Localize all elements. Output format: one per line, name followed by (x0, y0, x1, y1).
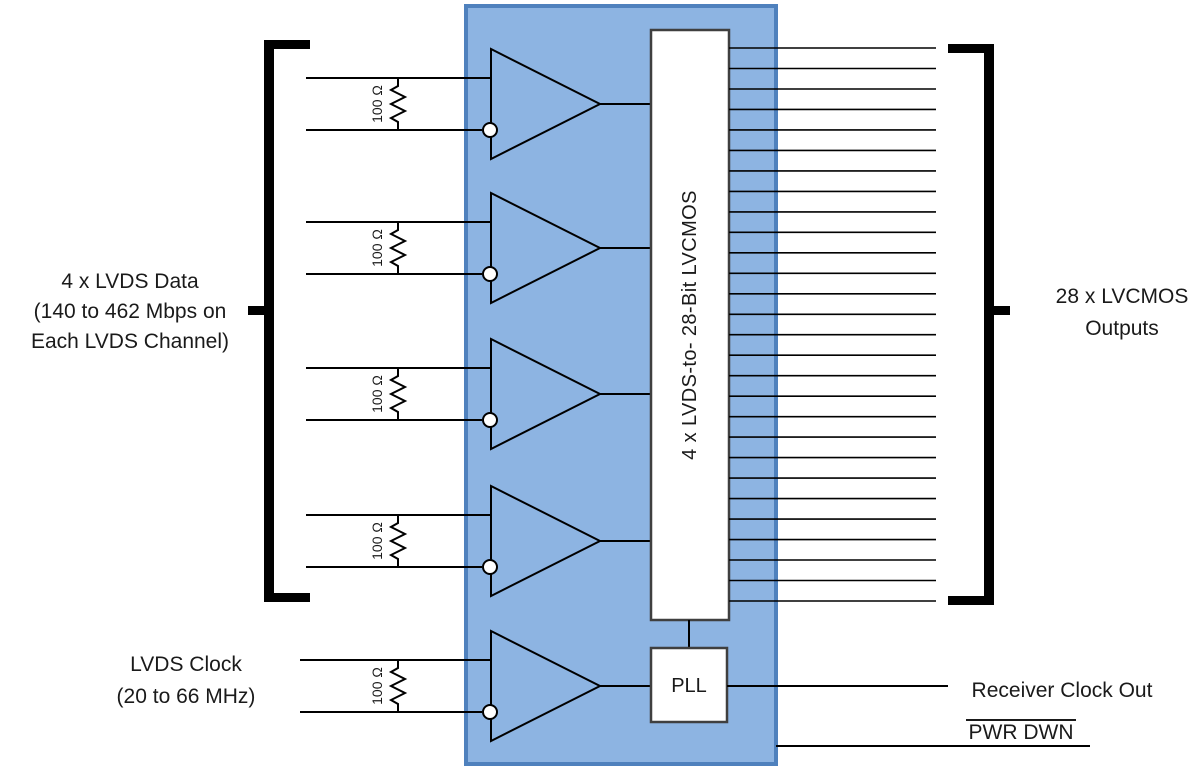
right-bracket (948, 44, 1010, 605)
left-bracket-bottom-arm (264, 593, 310, 602)
right-bracket-bottom-arm (948, 596, 994, 605)
output-lines (729, 47, 936, 602)
pll-label: PLL (671, 675, 707, 697)
lvds-data-label-line1: 4 x LVDS Data (61, 270, 199, 293)
pwr-dwn-label: PWR DWN (969, 721, 1074, 744)
left-bracket-top-arm (264, 40, 310, 49)
lvds-channel-4: 100 Ω (306, 485, 651, 597)
lvcmos-outputs-label-line2: Outputs (1085, 317, 1159, 340)
right-bracket-top-arm (948, 44, 994, 53)
deserializer-core-label: 4 x LVDS-to- 28-Bit LVCMOS (679, 190, 701, 460)
deserializer-core-box (649, 28, 731, 622)
right-bracket-bar (984, 44, 994, 605)
channel3-termination-resistor (390, 367, 406, 421)
left-bracket-bar (264, 40, 274, 602)
lvds-clock-label-line1: LVDS Clock (130, 653, 242, 676)
clock-termination-resistor (390, 659, 406, 713)
channel1-termination-resistor (390, 77, 406, 131)
channel4-resistor-label: 100 Ω (369, 522, 385, 560)
channel2-termination-resistor (390, 221, 406, 275)
channel3-resistor-label: 100 Ω (369, 375, 385, 413)
left-bracket (248, 40, 310, 602)
receiver-clock-out-label: Receiver Clock Out (972, 679, 1153, 702)
lvds-channel-1: 100 Ω (306, 48, 651, 160)
channel4-termination-resistor (390, 514, 406, 568)
left-bracket-middle-tick (248, 306, 264, 315)
channel1-resistor-label: 100 Ω (369, 85, 385, 123)
lvds-clock-label-line2: (20 to 66 MHz) (117, 685, 256, 708)
lvcmos-outputs-label-line1: 28 x LVCMOS (1056, 285, 1189, 308)
right-bracket-middle-tick (994, 306, 1010, 315)
lvds-data-label-line3: Each LVDS Channel) (31, 330, 229, 353)
lvds-channels: 100 Ω 100 Ω 100 Ω 100 Ω (300, 48, 651, 742)
clock-resistor-label: 100 Ω (369, 667, 385, 705)
lvds-data-label-line2: (140 to 462 Mbps on (34, 300, 227, 323)
lvds-channel-3: 100 Ω (306, 338, 651, 450)
labels: 4 x LVDS Data (140 to 462 Mbps on Each L… (31, 270, 1188, 744)
lvds-clock-channel: 100 Ω (300, 630, 651, 742)
channel2-resistor-label: 100 Ω (369, 229, 385, 267)
lvds-channel-2: 100 Ω (306, 192, 651, 304)
